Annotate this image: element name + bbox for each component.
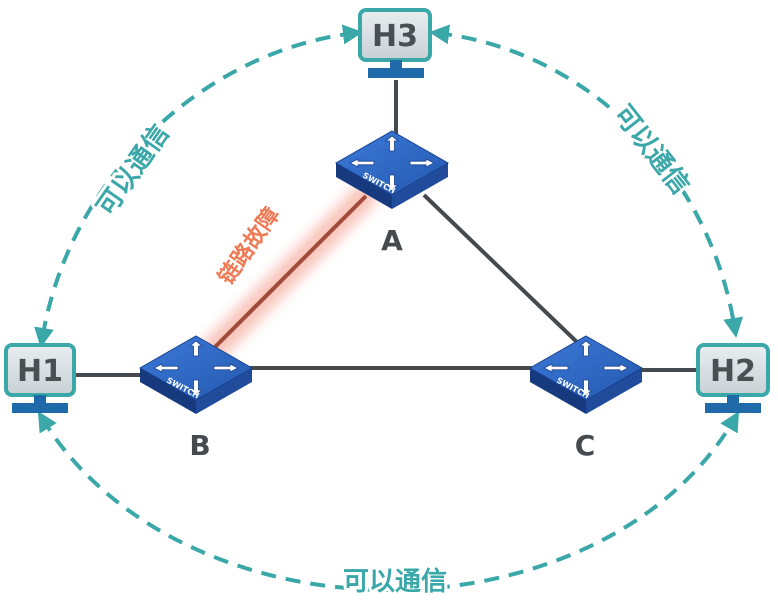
host-h3-label: H3 xyxy=(372,19,418,54)
switch-c-label: C xyxy=(575,429,596,462)
arc-h1-h2 xyxy=(37,411,740,593)
host-h2: H2 xyxy=(696,343,770,413)
comm-label-bottom: 可以通信 xyxy=(343,567,447,597)
host-h1-label: H1 xyxy=(17,354,63,389)
comm-label-right: 可以通信 xyxy=(607,100,695,200)
host-h3: H3 xyxy=(358,8,432,78)
switch-c-icon: SWITCH xyxy=(529,335,643,415)
arc-h3-h1 xyxy=(34,24,363,348)
arc-h3-h2 xyxy=(429,24,744,338)
switch-b-label: B xyxy=(189,429,210,462)
host-h1: H1 xyxy=(4,343,76,413)
link-a-c xyxy=(422,193,582,347)
switch-b-icon: SWITCH xyxy=(139,335,253,415)
host-h2-label: H2 xyxy=(710,354,756,389)
switch-a-icon: SWITCH xyxy=(335,130,449,210)
switch-a-label: A xyxy=(381,224,403,257)
comm-label-left: 可以通信 xyxy=(91,119,175,221)
